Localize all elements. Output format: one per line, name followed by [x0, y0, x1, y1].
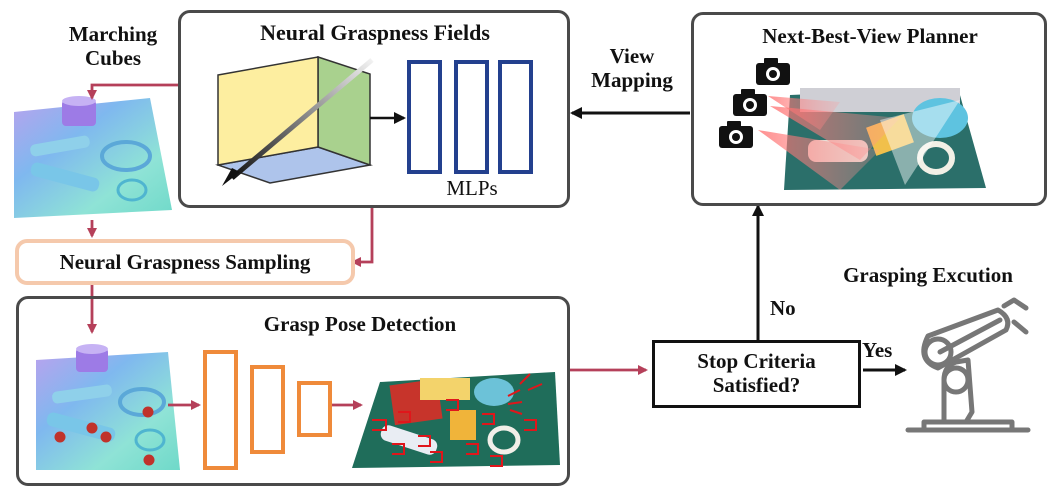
view-mapping-label: View Mapping [591, 44, 673, 93]
nbv-scene [758, 88, 986, 190]
mesh-bottom-left [36, 344, 180, 470]
flow-arrows [87, 83, 648, 410]
graspness-cube [215, 55, 374, 186]
marching-cubes-label: Marching Cubes [68, 22, 158, 71]
grasping-execution-label: Grasping Excution [843, 263, 1013, 287]
mlp-blocks [407, 60, 533, 174]
neural-graspness-fields-title: Neural Graspness Fields [260, 20, 490, 45]
stop-criteria-box [652, 340, 861, 408]
mesh-top-left [14, 96, 172, 218]
grasp-pose-detection-title: Grasp Pose Detection [263, 312, 457, 336]
yes-label: Yes [862, 338, 893, 362]
camera-icon [719, 58, 790, 148]
grasp-point-markers [54, 406, 155, 466]
next-best-view-planner-title: Next-Best-View Planner [762, 24, 978, 48]
mlps-label: MLPs [446, 176, 498, 200]
stop-criteria-label: Stop Criteria Satisfied? [697, 349, 816, 398]
neural-graspness-sampling-box [15, 239, 355, 285]
neural-graspness-fields-box [178, 10, 570, 208]
neural-graspness-sampling-label: Neural Graspness Sampling [59, 250, 311, 274]
grasp-scene [352, 372, 560, 468]
cnn-blocks [203, 350, 332, 470]
black-arrows [570, 107, 907, 376]
robot-arm-icon [905, 297, 1031, 433]
next-best-view-planner-box [691, 12, 1047, 206]
no-label: No [770, 296, 796, 320]
grasp-pose-detection-box [16, 296, 570, 486]
